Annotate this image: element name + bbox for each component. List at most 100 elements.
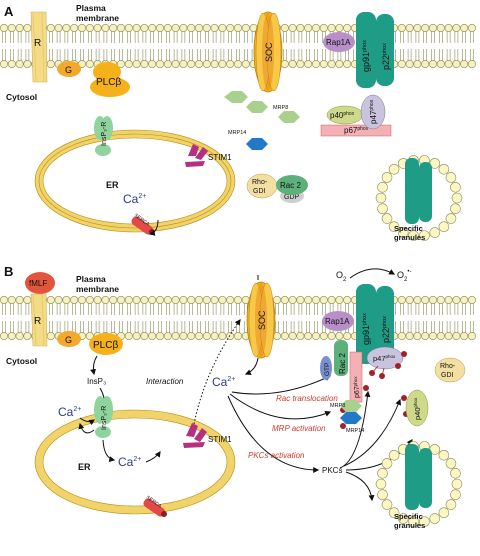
soc-channel-a: SOC bbox=[253, 11, 283, 93]
ca-er-b: Ca2+ bbox=[118, 455, 141, 469]
g-protein-label-a: G bbox=[65, 65, 72, 75]
rho-gdi-label-b: Rho- bbox=[440, 363, 456, 370]
soc-channel-b: SOC bbox=[246, 281, 276, 359]
gp91-label-b: gp91phox bbox=[361, 313, 371, 345]
plasma-membrane-label-a: Plasma bbox=[76, 3, 106, 13]
ca-label-a: Ca2+ bbox=[123, 192, 146, 206]
g-protein-label-b: G bbox=[65, 335, 72, 345]
specific-granules-b bbox=[375, 441, 463, 527]
p22-label-b: p22phox bbox=[381, 316, 391, 343]
p47-phox-b: p47phox bbox=[366, 346, 404, 370]
receptor-label-a: R bbox=[34, 38, 41, 49]
rac2-label-b: Rac 2 bbox=[338, 353, 347, 374]
panel-b: B Plasma membrane fMLF R G PLCβ Cytosol … bbox=[0, 264, 476, 530]
g-protein-b: G bbox=[57, 331, 81, 347]
plasma-membrane-label-a2: membrane bbox=[76, 13, 119, 23]
o2-label: O2 bbox=[336, 270, 347, 283]
plasma-membrane-label-b: Plasma bbox=[76, 274, 106, 284]
plc-beta-a: PLCβ bbox=[90, 62, 130, 97]
ca-cytosol-left: Ca2+ bbox=[58, 405, 81, 419]
pkcs-activation-label: PKCs activation bbox=[248, 451, 305, 460]
p67-label-a: p67phox bbox=[344, 126, 369, 135]
mrp-activation-label: MRP activation bbox=[272, 424, 326, 433]
mrp8-label-a: MRP8 bbox=[273, 105, 288, 111]
p47-label-a: p47phox bbox=[369, 99, 378, 124]
granules-label-a: Specific bbox=[394, 224, 423, 233]
fmlf-label: fMLF bbox=[29, 279, 47, 288]
plc-beta-label-a: PLCβ bbox=[96, 77, 121, 88]
stim1-b: STIM1 bbox=[183, 423, 232, 448]
panel-b-letter: B bbox=[4, 264, 13, 279]
insp3r-label-b: InsP₃-R bbox=[101, 406, 108, 430]
stim1-label-b: STIM1 bbox=[208, 435, 232, 444]
panel-a: A Plasma membrane R G PLCβ Cytosol bbox=[0, 3, 476, 242]
plasma-membrane-label-b2: membrane bbox=[76, 284, 119, 294]
gp91-p22-complex-b: gp91phox p22phox bbox=[356, 284, 394, 364]
stim1-label-a: STIM1 bbox=[208, 153, 232, 162]
er-label-a: ER bbox=[106, 180, 119, 190]
rho-gdi-label-a: Rho- bbox=[252, 179, 268, 186]
receptor-b: R bbox=[30, 293, 48, 347]
gp91-label-a: gp91phox bbox=[361, 40, 371, 72]
soc-label-a: SOC bbox=[264, 42, 274, 62]
p67-phox-b: p67phox bbox=[349, 351, 363, 403]
rac2-label-a: Rac 2 bbox=[280, 181, 301, 190]
gp91-p22-complex-a: gp91phox p22phox bbox=[356, 12, 394, 88]
mrp14-b: MRP14 bbox=[340, 412, 364, 434]
p67-label-b: p67phox bbox=[353, 376, 361, 398]
p40-phox-b: p40phox bbox=[405, 389, 429, 427]
p67-phox-a: p67phox bbox=[320, 124, 392, 137]
endoplasmic-reticulum-a: ER Ca2+ bbox=[34, 129, 236, 233]
superoxide-label: O2•- bbox=[397, 269, 411, 283]
rho-gdi-a: Rho- GDI bbox=[246, 173, 278, 199]
insp3-label: InsP₃ bbox=[87, 377, 106, 386]
rac-translocation-label: Rac translocation bbox=[276, 394, 338, 403]
gtp-label: GTP bbox=[324, 363, 331, 376]
serca-pump-a: SERCA bbox=[131, 213, 159, 236]
plc-beta-label-b: PLCβ bbox=[93, 340, 118, 351]
ca-cytosol-center: Ca2+ bbox=[212, 375, 235, 389]
mrp8-b: MRP8 bbox=[330, 400, 362, 412]
cytosol-label-b: Cytosol bbox=[6, 356, 37, 366]
endoplasmic-reticulum-b: ER Ca2+ bbox=[34, 409, 236, 515]
p47-phox-a: p47phox bbox=[360, 94, 386, 130]
receptor-label-b: R bbox=[34, 316, 41, 327]
granules-label-a2: granules bbox=[394, 233, 425, 242]
plc-beta-b: PLCβ bbox=[89, 333, 123, 355]
panel-a-letter: A bbox=[4, 4, 14, 19]
phosphate-groups bbox=[340, 351, 409, 429]
specific-granules-a bbox=[375, 155, 463, 241]
p40-label-a: p40phox bbox=[330, 111, 355, 120]
gdp-label-a: GDP bbox=[284, 194, 300, 201]
p40-phox-a: p40phox bbox=[326, 105, 364, 125]
mrp14-label-a: MRP14 bbox=[228, 130, 246, 136]
granules-label-b: Specific bbox=[394, 512, 423, 521]
mrp8-label-b: MRP8 bbox=[330, 403, 345, 409]
er-label-b: ER bbox=[78, 462, 91, 472]
rho-gdi-b: Rho- GDI bbox=[434, 357, 466, 383]
interaction-label: Interaction bbox=[146, 377, 184, 386]
mrp8-a: MRP8 bbox=[224, 91, 300, 123]
stim1-a: STIM1 bbox=[185, 144, 232, 167]
p47-label-b: p47phox bbox=[373, 354, 396, 363]
insp3-receptor-b: InsP₃-R bbox=[94, 396, 113, 438]
soc-label-b: SOC bbox=[257, 310, 267, 330]
pkcs-label: PKCs bbox=[322, 466, 342, 475]
granules-label-b2: granules bbox=[394, 521, 425, 530]
mrp14-label-b: MRP14 bbox=[346, 428, 364, 434]
insp3-receptor-a: InsP₃-R bbox=[94, 116, 113, 156]
gtp-b: GTP bbox=[320, 356, 332, 380]
p40-label-b: p40phox bbox=[413, 397, 422, 420]
rac2-a: Rac 2 bbox=[276, 175, 308, 195]
plasma-membrane-a bbox=[0, 23, 476, 68]
cytosol-label-a: Cytosol bbox=[6, 92, 37, 102]
rap1a-a: Rap1A bbox=[323, 32, 355, 52]
mrp14-a: MRP14 bbox=[228, 130, 268, 150]
rho-gdi-label-b2: GDI bbox=[441, 372, 454, 379]
receptor-a: R bbox=[30, 11, 48, 83]
rac2-b: Rac 2 bbox=[334, 340, 348, 376]
g-protein-a: G bbox=[57, 61, 81, 77]
insp3r-label-a: InsP₃-R bbox=[101, 122, 108, 146]
rap1a-b: Rap1A bbox=[322, 311, 354, 331]
